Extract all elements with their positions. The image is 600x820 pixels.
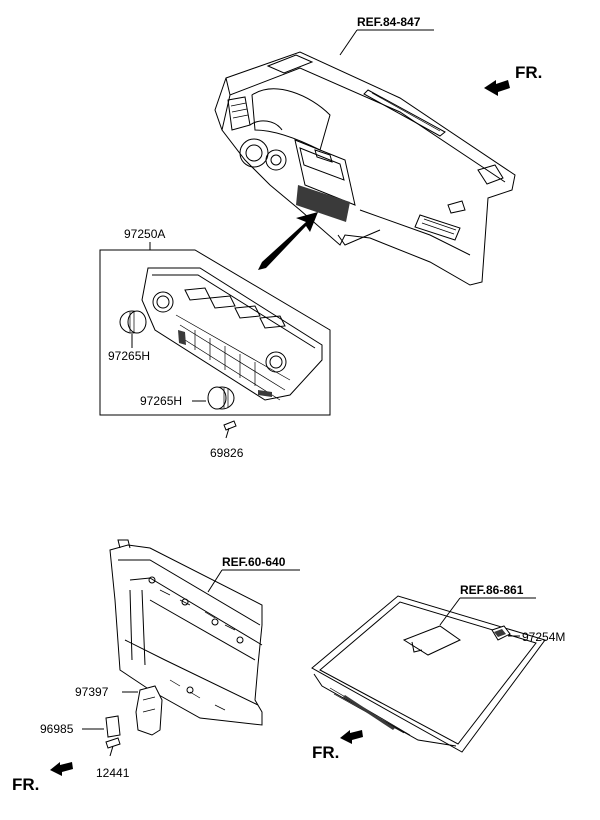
ref-dashboard-label: REF.84-847 — [339, 15, 434, 56]
ref-windshield-label: REF.86-861 — [439, 583, 536, 626]
front-direction-bottom-left: FR. — [12, 762, 73, 794]
ref-radiator-text: REF.60-640 — [222, 555, 286, 569]
part-97397-label: 97397 — [75, 685, 109, 699]
part-96985-label: 96985 — [40, 722, 74, 736]
part-97254m-label: 97254M — [522, 630, 565, 644]
windshield-drawing — [311, 595, 546, 753]
front-direction-bottom-right: FR. — [312, 730, 363, 762]
front-arrow-icon — [50, 762, 73, 776]
part-97265h-upper-label: 97265H — [108, 349, 150, 363]
part-97265h-lower-label: 97265H — [140, 394, 182, 408]
front-direction-top: FR. — [484, 63, 542, 96]
front-label-bottom-right: FR. — [312, 743, 339, 762]
front-label-bottom-left: FR. — [12, 775, 39, 794]
ref-dashboard-text: REF.84-847 — [357, 15, 421, 29]
radiator-support-drawing — [105, 539, 263, 757]
screw-drawing — [223, 420, 237, 439]
part-69826-label: 69826 — [210, 446, 244, 460]
knob-lower-drawing — [207, 386, 235, 410]
front-arrow-icon — [340, 730, 363, 744]
dashboard-drawing — [214, 51, 516, 286]
front-label-top: FR. — [515, 63, 542, 82]
part-97250a-label: 97250A — [124, 227, 165, 241]
knob-upper-drawing — [119, 310, 147, 334]
ref-radiator-label: REF.60-640 — [207, 555, 300, 593]
ref-windshield-text: REF.86-861 — [460, 583, 524, 597]
part-12441-label: 12441 — [96, 766, 130, 780]
front-arrow-icon — [484, 80, 510, 96]
control-assembly-group: 97250A 97265H 97265H — [99, 227, 331, 460]
